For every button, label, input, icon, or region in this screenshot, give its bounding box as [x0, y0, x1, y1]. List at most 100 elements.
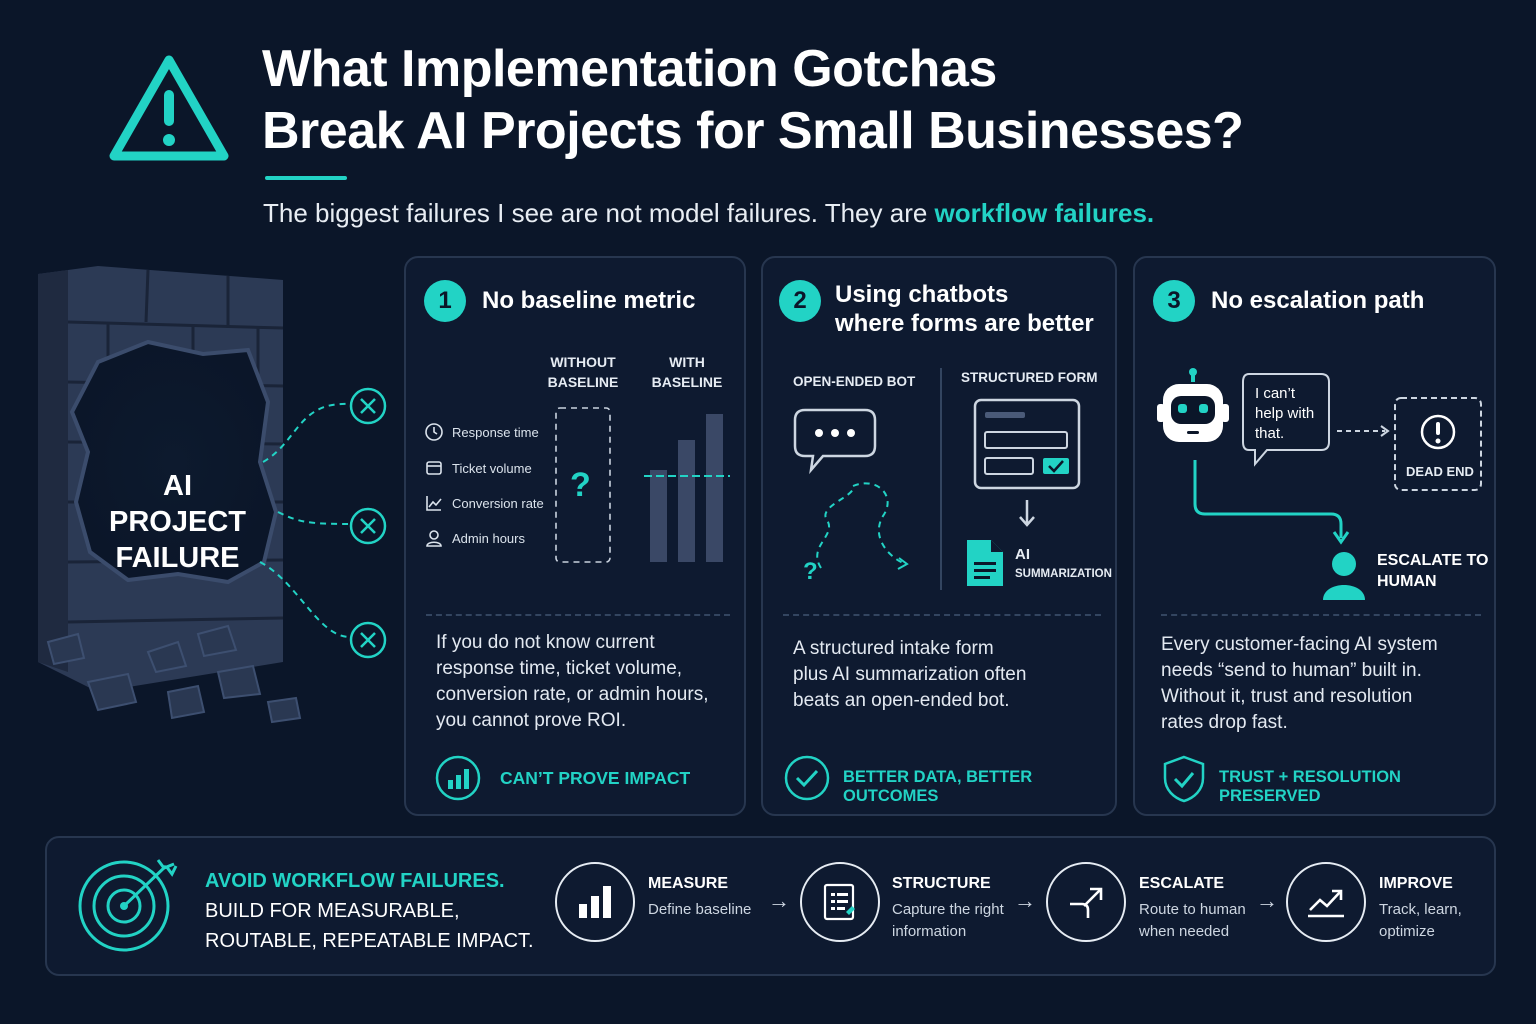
speech-bubble: [1242, 373, 1330, 467]
chat-bubble-icon: [793, 408, 877, 475]
step-measure-title: MEASURE: [648, 875, 729, 892]
step-desc-line: Capture the right: [892, 901, 1004, 918]
with-baseline-label: WITH BASELINE: [646, 352, 728, 392]
without-baseline-box: [555, 407, 611, 563]
body-line: conversion rate, or admin hours,: [436, 684, 709, 705]
metric-response-time: Response time: [452, 425, 539, 440]
escalate-label-l1: ESCALATE TO: [1377, 552, 1489, 569]
card-footer: CAN’T PROVE IMPACT: [500, 768, 691, 788]
title-underline: [265, 176, 347, 180]
card-body: A structured intake form plus AI summari…: [793, 636, 1026, 714]
escalate-label-l2: HUMAN: [1377, 573, 1437, 590]
body-line: rates drop fast.: [1161, 712, 1288, 733]
step-desc-line: Track, learn,: [1379, 901, 1462, 918]
ai-label: AI: [1015, 546, 1030, 563]
bar: [678, 440, 695, 562]
step-measure-circle: [555, 862, 635, 942]
step-improve-title: IMPROVE: [1379, 875, 1453, 892]
headline-line-1: AVOID WORKFLOW FAILURES.: [205, 870, 505, 892]
title-line-1: What Implementation Gotchas: [262, 40, 997, 98]
without-label-l1: WITHOUT: [550, 354, 616, 370]
card-body: If you do not know current response time…: [436, 630, 708, 734]
wandering-path: [816, 482, 909, 570]
step-desc-line: optimize: [1379, 923, 1435, 940]
unknown-question-mark: ?: [570, 466, 591, 504]
robot-icon: [1157, 368, 1229, 442]
conversion-chart-icon: [426, 496, 442, 511]
bubble-line: help with: [1255, 405, 1315, 422]
step-desc-line: Route to human: [1139, 901, 1246, 918]
shield-check-icon: [1163, 755, 1205, 803]
body-line: Every customer-facing AI system: [1161, 634, 1438, 655]
card-body: Every customer-facing AI system needs “s…: [1161, 632, 1438, 736]
bot-reply-text: I can’t help with that.: [1255, 384, 1314, 444]
metric-ticket-volume: Ticket volume: [452, 461, 532, 476]
headline-line-2: BUILD FOR MEASURABLE,: [205, 900, 460, 922]
card-title: Using chatbots where forms are better: [835, 280, 1094, 338]
wall-label-line-1: AI PROJECT: [109, 470, 246, 538]
document-icon: [967, 540, 1003, 586]
check-circle-icon: [784, 755, 830, 801]
card-number: 2: [779, 280, 821, 322]
bar: [706, 414, 723, 562]
with-label-l2: BASELINE: [651, 374, 723, 390]
dashed-arrow-icon: [1337, 425, 1390, 437]
human-icon: [1323, 552, 1365, 600]
step-improve-circle: [1286, 862, 1366, 942]
metric-admin-hours: Admin hours: [452, 531, 525, 546]
clock-icon: [425, 423, 443, 441]
without-label-l2: BASELINE: [547, 374, 619, 390]
step-structure-circle: [800, 862, 880, 942]
route-icon: [1070, 887, 1103, 918]
step-desc-line: when needed: [1139, 923, 1230, 940]
card-no-escalation-path: 3 No escalation path I can’t help with t…: [1133, 256, 1496, 816]
step-escalate-title: ESCALATE: [1139, 875, 1225, 892]
summarization-label: SUMMARIZATION: [1015, 568, 1112, 580]
card-divider: [1161, 614, 1481, 616]
step-escalate-circle: [1046, 862, 1126, 942]
with-label-l1: WITH: [669, 354, 705, 370]
subtitle-highlight: workflow failures.: [934, 198, 1155, 228]
escalation-arrow: [1193, 460, 1350, 545]
dead-end-box: [1394, 397, 1482, 491]
bubble-line: I can’t: [1255, 385, 1296, 402]
body-line: Without it, trust and resolution: [1161, 686, 1413, 707]
step-structure-title: STRUCTURE: [892, 875, 991, 892]
broken-wall-illustration: [38, 266, 351, 724]
bubble-line: that.: [1255, 425, 1285, 442]
failure-x-icon: [349, 387, 387, 425]
column-divider: [940, 368, 942, 590]
failure-x-icon: [349, 621, 387, 659]
body-line: response time, ticket volume,: [436, 658, 683, 679]
structured-form-label: STRUCTURED FORM: [961, 370, 1098, 385]
step-structure-desc: Capture the right information: [892, 899, 1004, 943]
target-icon: [78, 859, 178, 952]
confusion-question-mark: ?: [803, 558, 818, 585]
bottom-summary-bar: [45, 836, 1496, 976]
step-improve-desc: Track, learn, optimize: [1379, 899, 1462, 943]
card-footer: TRUST + RESOLUTION PRESERVED: [1219, 768, 1401, 805]
person-icon: [426, 530, 442, 547]
bottom-headline: AVOID WORKFLOW FAILURES. BUILD FOR MEASU…: [205, 866, 534, 956]
ticket-icon: [426, 461, 442, 475]
card-number: 1: [424, 280, 466, 322]
form-icon: [973, 398, 1081, 490]
card-divider: [783, 614, 1101, 616]
form-icon: [823, 883, 855, 921]
with-baseline-bars: [644, 414, 730, 562]
title-line-2: Break AI Projects for Small Businesses?: [262, 102, 1244, 160]
step-measure-desc: Define baseline: [648, 901, 752, 918]
card-title: No escalation path: [1211, 287, 1425, 314]
without-baseline-label: WITHOUT BASELINE: [542, 352, 624, 392]
card-divider: [426, 614, 730, 616]
wall-label: AI PROJECT FAILURE: [95, 468, 260, 576]
failure-x-icon: [349, 507, 387, 545]
body-line: plus AI summarization often: [793, 664, 1027, 685]
open-bot-label: OPEN-ENDED BOT: [793, 374, 916, 389]
subtitle-text: The biggest failures I see are not model…: [263, 198, 935, 228]
bar-chart-icon: [579, 886, 611, 918]
card-title-line-1: Using chatbots: [835, 281, 1009, 308]
step-desc-line: information: [892, 923, 967, 940]
body-line: A structured intake form: [793, 638, 994, 659]
step-arrow-icon: →: [1014, 888, 1036, 913]
